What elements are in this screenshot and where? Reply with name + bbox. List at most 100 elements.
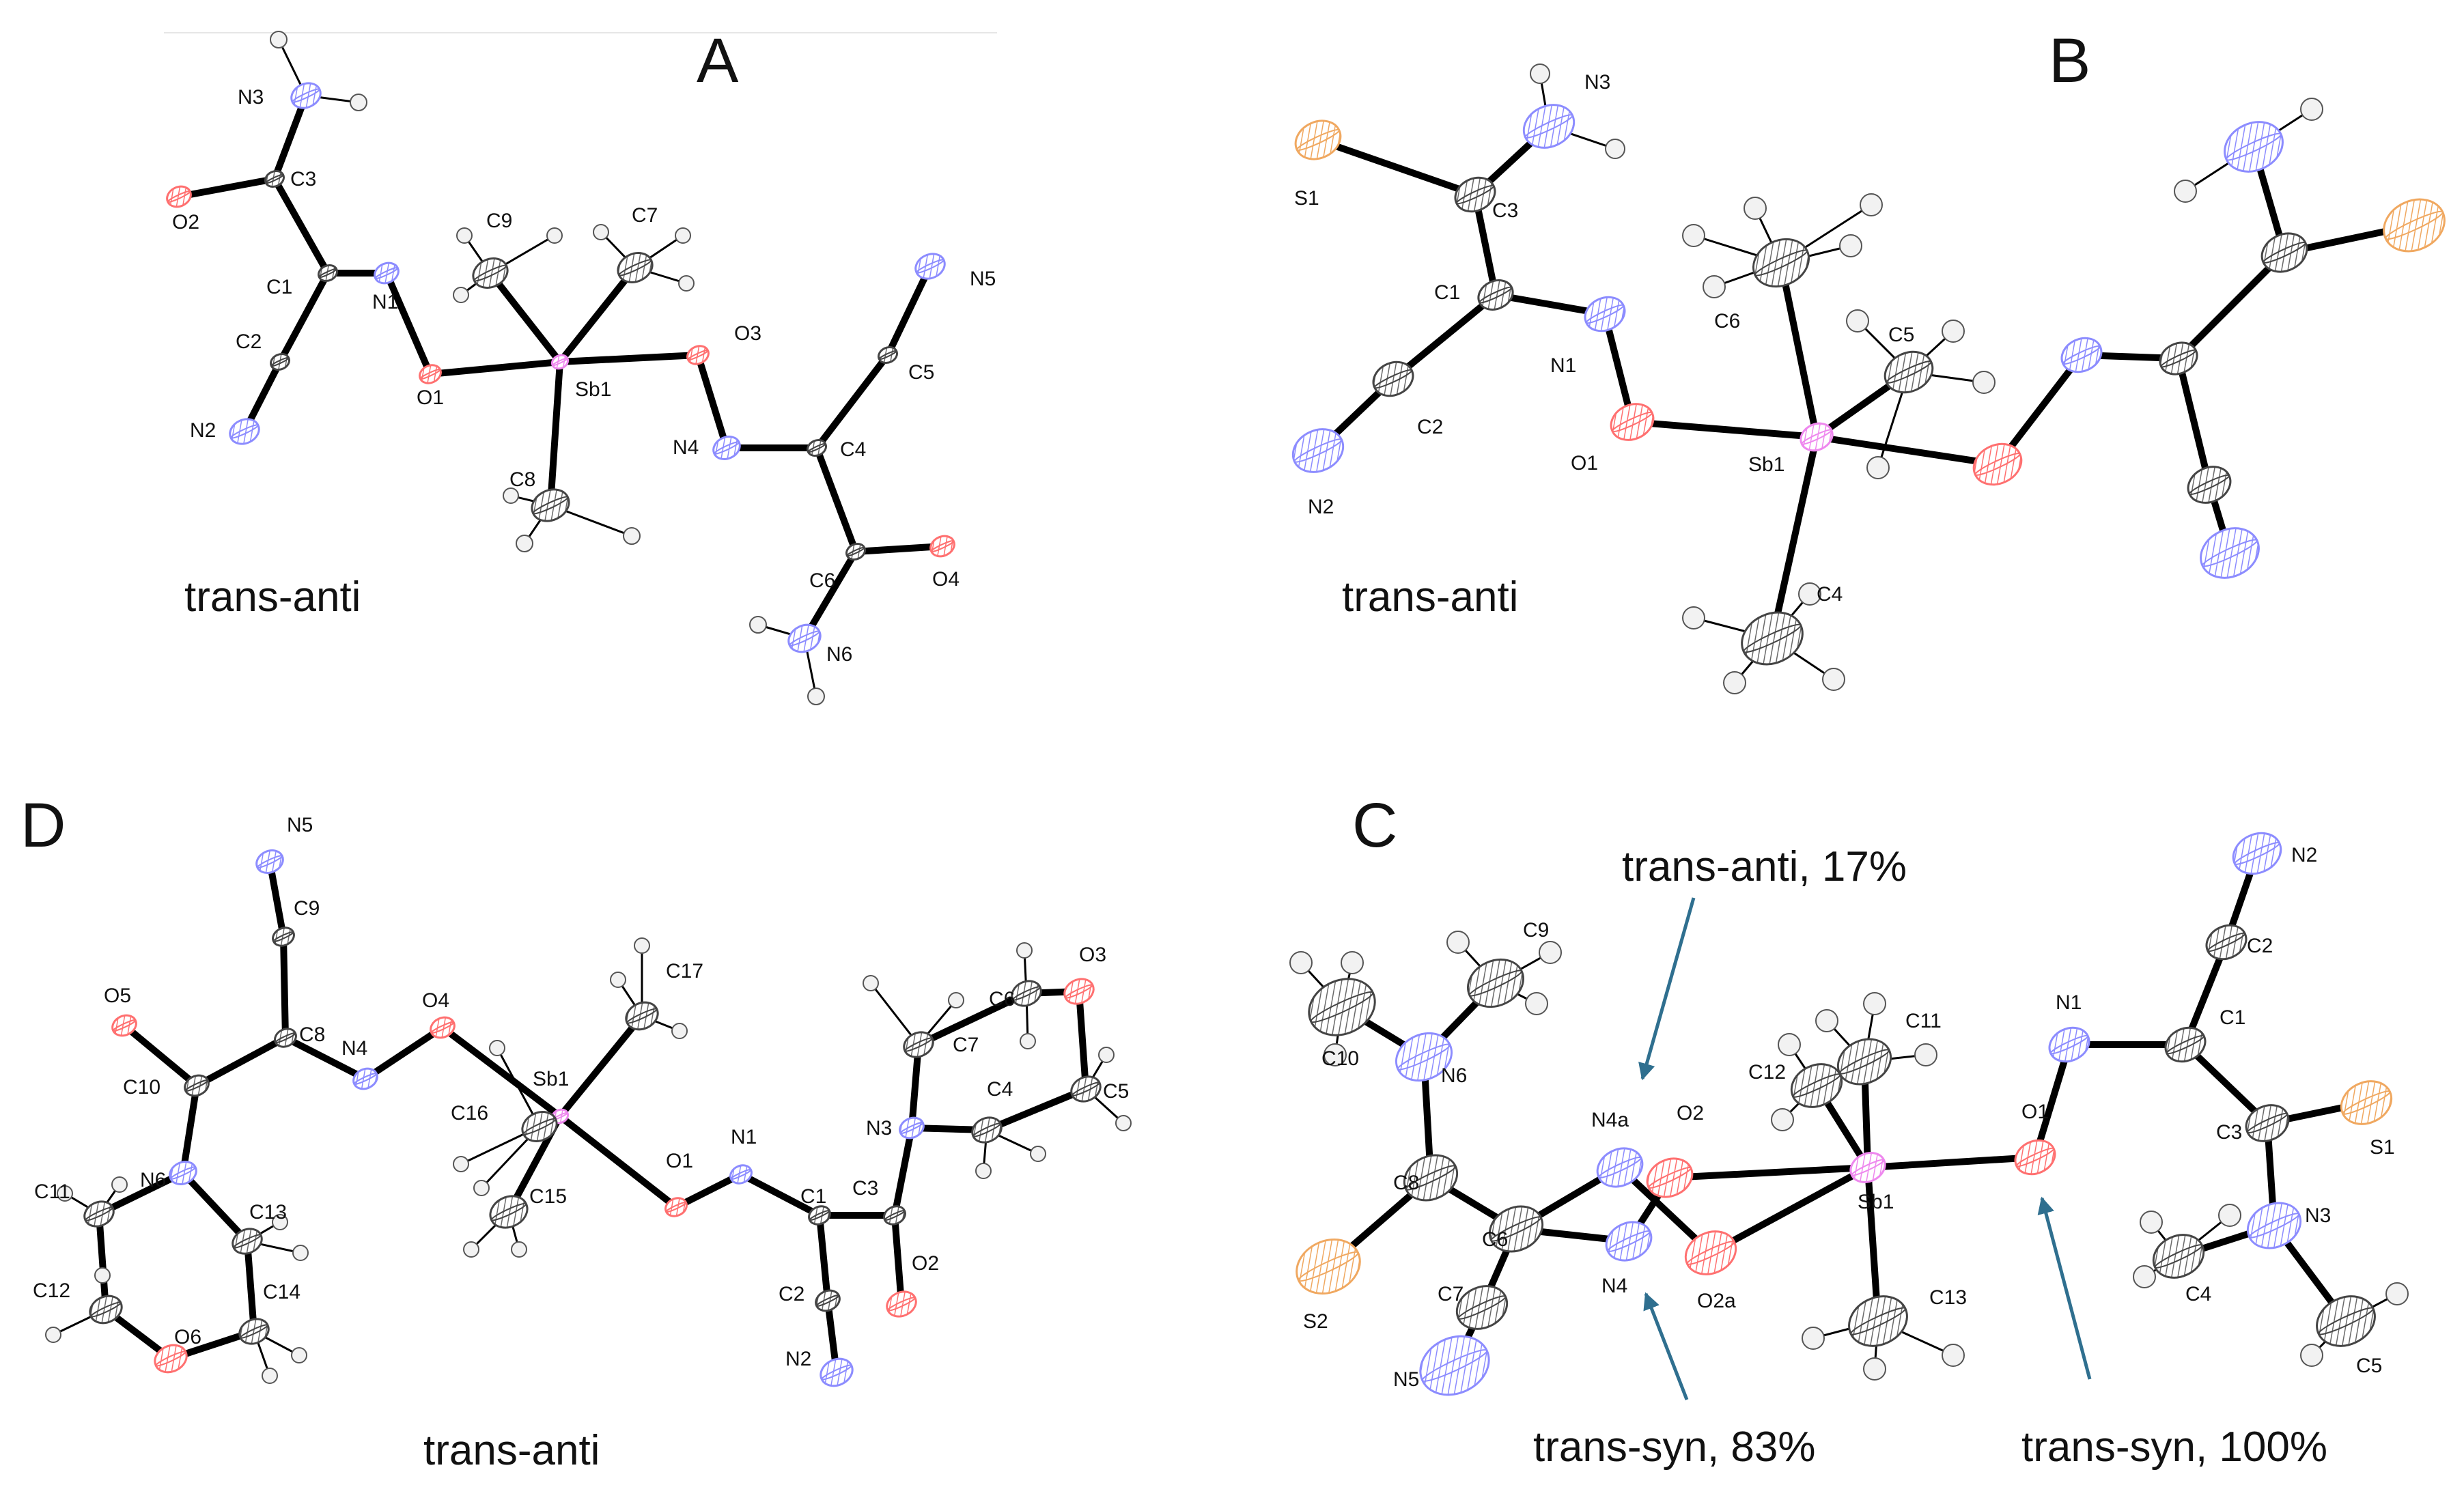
panel-d-label-c8: C8 — [299, 1023, 325, 1046]
panel-d-bond-n4-c8 — [282, 1034, 369, 1082]
panel-c-atom-n2 — [2232, 832, 2282, 875]
panel-d-atom-h24 — [1030, 1146, 1046, 1162]
panel-d-atom-h22 — [1098, 1047, 1115, 1063]
panel-d-atom-c11 — [83, 1200, 115, 1228]
panel-d-atom-h19 — [1016, 942, 1033, 959]
panel-b-atom-n4 — [2060, 337, 2103, 373]
panel-d-label-n2: N2 — [785, 1348, 811, 1370]
panel-d-label-c14: C14 — [263, 1281, 300, 1303]
panel-a-atom-h13 — [807, 688, 825, 705]
panel-c-atom-c8 — [1403, 1154, 1459, 1202]
panel-a-bond-sb1-o3 — [557, 352, 701, 365]
panel-d-atom-o2 — [886, 1290, 917, 1318]
panel-c-atom-c3 — [2245, 1104, 2290, 1142]
panel-d-atom-c10 — [184, 1074, 210, 1097]
panel-c-label-c8: C8 — [1393, 1172, 1419, 1194]
panel-a-atom-o2 — [166, 185, 192, 208]
panel-b-label-c2: C2 — [1417, 416, 1443, 438]
panel-d-caption: trans-anti — [423, 1427, 600, 1474]
panel-d-atom-c3 — [883, 1205, 906, 1226]
panel-c-atom-h11 — [1802, 1327, 1825, 1350]
panel-a-atom-c2 — [269, 352, 291, 371]
panel-d-label-c2: C2 — [779, 1283, 804, 1305]
panel-d-atom-c6 — [1011, 980, 1042, 1007]
panel-d-bond-c10-n6 — [180, 1082, 200, 1176]
panel-d-atom-o3 — [1063, 978, 1095, 1005]
panel-d-bond-c3-o2 — [891, 1212, 905, 1307]
panel-d-atom-h17 — [863, 975, 879, 991]
panel-d-bond-c9-n5 — [266, 858, 287, 940]
panel-d-bond-c8-c10 — [193, 1034, 289, 1089]
panel-a-atom-n6 — [787, 623, 822, 653]
panel-d-atom-h23 — [975, 1163, 992, 1179]
panel-b-atom-o2 — [1972, 442, 2023, 486]
panel-c-atom-h13 — [1863, 1357, 1886, 1381]
panel-c-atom-h2 — [2133, 1265, 2156, 1288]
panel-c-label-o1: O1 — [2021, 1101, 2049, 1123]
panel-a-atom-h4 — [546, 227, 563, 244]
panel-d-label-o6: O6 — [174, 1326, 201, 1348]
panel-d-atom-o6 — [154, 1344, 188, 1374]
panel-c-atom-h8 — [1863, 992, 1886, 1015]
panel-a-label-c1: C1 — [266, 276, 292, 298]
panel-c-atom-c5 — [2316, 1295, 2376, 1347]
panel-b-label-c5: C5 — [1888, 324, 1914, 346]
panel-d-labels: Sb1O4N4C8C9N5C10O5N6C11C12O6C14C13C17C16… — [33, 814, 1129, 1370]
panel-c-label-c11: C11 — [1905, 1010, 1942, 1032]
panel-a-label-c6: C6 — [809, 569, 835, 592]
panel-a-atom-h11 — [503, 487, 519, 504]
panel-b-label-s1: S1 — [1294, 187, 1319, 210]
panel-c-atom-h1 — [2218, 1204, 2241, 1227]
panel-b-atom-h8 — [1846, 309, 1869, 333]
panel-d: Sb1O4N4C8C9N5C10O5N6C11C12O6C14C13C17C16… — [20, 791, 1132, 1474]
panel-b-atom-c1 — [1477, 279, 1514, 311]
panel-d-atom-n1 — [729, 1164, 753, 1185]
panel-a-label-o2: O2 — [172, 211, 199, 234]
panel-a-atoms — [166, 31, 955, 705]
panel-d-bond-c8-c9 — [280, 933, 289, 1041]
panel-a-bond-sb1-c8 — [547, 358, 563, 509]
panel-c-atom-h18 — [1324, 1043, 1347, 1066]
panel-b-atom-h10 — [1972, 371, 1996, 394]
panel-a-bond-c3-o2 — [176, 175, 278, 200]
panel-c-atom-h7 — [1914, 1043, 1937, 1066]
panel-c-label-c5: C5 — [2356, 1355, 2382, 1377]
panel-b-bond-sb1-c6 — [1778, 259, 1820, 440]
panel-c-bond-sb1-c13 — [1864, 1164, 1881, 1325]
panel-a-label-c4: C4 — [840, 438, 866, 461]
panel-b-atom-s1 — [1294, 119, 1342, 160]
panel-c-arrows — [1638, 897, 2092, 1400]
panel-d-bond-sb1-c17 — [557, 1013, 645, 1120]
panel-d-bonds — [53, 858, 1125, 1376]
panel-a-label-n2: N2 — [190, 419, 216, 442]
panel-c-label-c2: C2 — [2247, 935, 2273, 957]
panel-d-bond-o3-c5 — [1076, 988, 1089, 1092]
panel-d-label-c17: C17 — [666, 960, 703, 982]
panel-b-atom-h9 — [1942, 320, 1965, 343]
panel-d-bond-c3-n3 — [891, 1125, 915, 1219]
panel-a-label-c8: C8 — [509, 468, 535, 491]
panel-d-bond-o4-n4 — [362, 1024, 446, 1082]
panel-c-label-c1: C1 — [2220, 1006, 2245, 1029]
panel-b-atom-h4 — [1703, 275, 1726, 298]
panel-a-atom-n2 — [229, 418, 260, 445]
panel-d-atom-h11 — [45, 1327, 61, 1343]
panel-c-atom-h9 — [1771, 1108, 1794, 1131]
panel-b-label-n2: N2 — [1308, 496, 1334, 518]
panel-a-bond-c4-c6 — [813, 444, 859, 555]
panel-d-label-c12: C12 — [33, 1279, 70, 1302]
panel-c-bond-o1-n1 — [2032, 1041, 2073, 1161]
panel-d-atom-c2 — [815, 1289, 841, 1312]
panel-a-bond-o3-n4 — [695, 352, 730, 451]
panel-d-label-sb1: Sb1 — [533, 1068, 569, 1090]
panel-a-atom-c1 — [317, 264, 339, 283]
panel-c-atom-n6 — [1395, 1032, 1453, 1082]
panel-d-label-o4: O4 — [422, 989, 449, 1012]
panel-c-label-o2a: O2a — [1697, 1290, 1736, 1312]
panel-a-label-c7: C7 — [632, 204, 658, 227]
panel-b-label-n1: N1 — [1550, 354, 1576, 377]
panel-b-bond-c7-c9 — [2175, 249, 2288, 362]
panel-b-atom-h2 — [1605, 139, 1625, 159]
panel-c-atom-h17 — [1289, 951, 1313, 974]
